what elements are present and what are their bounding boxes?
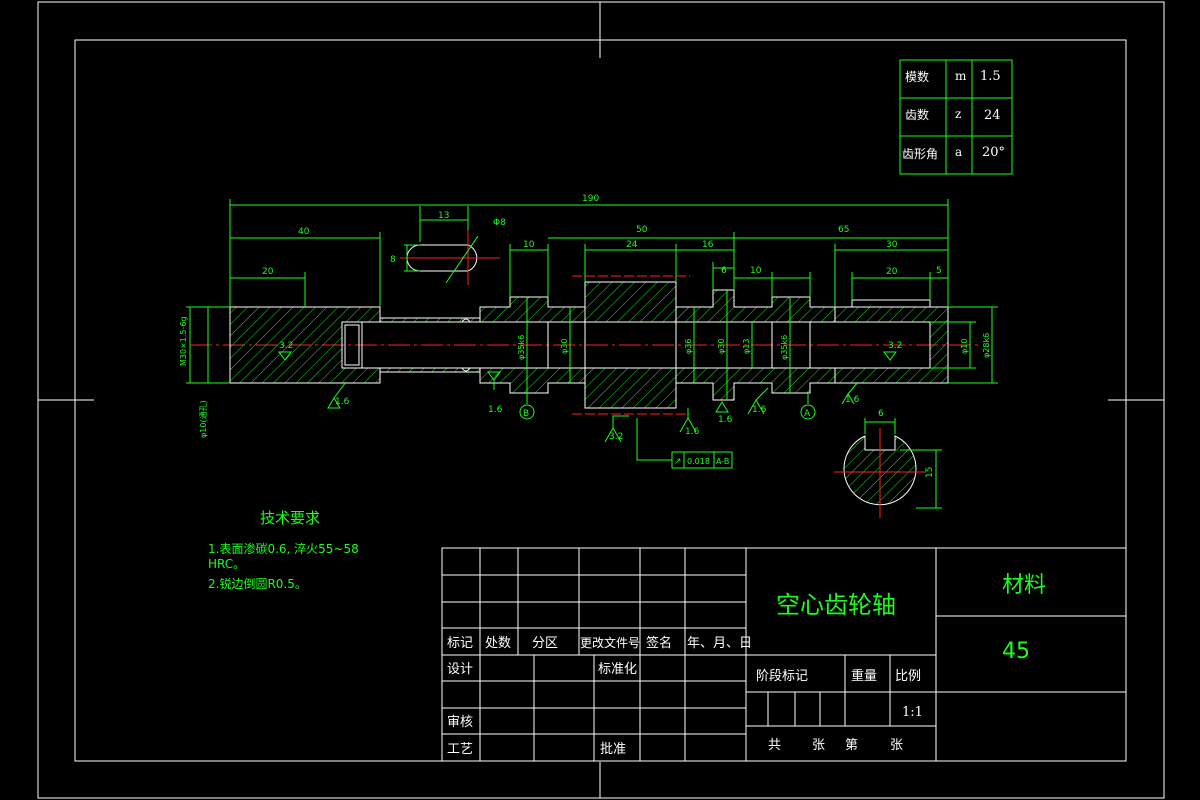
shaft-section-view: [190, 275, 980, 415]
tech-line-3: 2.锐边倒圆R0.5。: [208, 577, 307, 591]
tolerance-symbol: ↗: [674, 457, 682, 467]
dia-left-thread: M30×1.5-6g: [179, 316, 188, 366]
material-label: 材料: [1002, 573, 1046, 598]
tolerance-frame: ↗ 0.018 A-B: [636, 418, 733, 469]
dia-1: φ35k6: [517, 335, 526, 360]
dim-key-depth: 15: [925, 467, 935, 478]
dim-10b: 10: [750, 266, 762, 276]
gear-param-value: 24: [984, 108, 1001, 123]
roughness-value: 1.6: [845, 395, 860, 405]
tech-title: 技术要求: [260, 509, 320, 527]
roughness-value: 1.6: [335, 397, 350, 407]
gear-param-label: 齿形角: [902, 147, 938, 161]
tech-line-1: 1.表面渗碳0.6, 淬火55~58: [208, 541, 359, 556]
datum-label: A: [804, 409, 811, 419]
keyway-cross-section: 6 15: [834, 409, 942, 518]
roughness-value: 1.6: [488, 405, 503, 415]
dia-4: φ30: [717, 339, 726, 354]
gear-param-symbol: m: [955, 69, 967, 83]
technical-requirements: 技术要求 1.表面渗碳0.6, 淬火55~58 HRC。 2.锐边倒圆R0.5。: [208, 509, 359, 591]
dimension-text: 190 40 20 13 8 Φ8 10 24 16 50 6 10 65 30…: [262, 194, 942, 277]
roughness-value: 1.6: [685, 427, 700, 437]
gear-param-symbol: a: [955, 145, 962, 159]
rev-header: 更改文件号: [580, 635, 640, 650]
rev-header: 标记: [447, 636, 473, 651]
material-value: 45: [1002, 639, 1030, 664]
datum-label: B: [523, 409, 529, 419]
dia-7: φ10: [960, 339, 969, 354]
dim-50: 50: [636, 225, 648, 235]
standard-label: 标准化: [598, 662, 637, 677]
tech-line-2: HRC。: [208, 557, 245, 571]
tolerance-value: 0.018: [687, 457, 710, 466]
roughness-value: 1.6: [718, 415, 733, 425]
roughness-value: 3.2: [888, 341, 902, 351]
roughness-value: 3.2: [609, 432, 623, 442]
gear-param-value: 20°: [982, 145, 1005, 160]
dim-6: 6: [721, 266, 727, 276]
dim-40: 40: [298, 227, 310, 237]
dim-8: 8: [390, 255, 396, 265]
dia-6: φ35k6: [780, 335, 789, 360]
dim-24: 24: [626, 240, 638, 250]
sheet-label: 张: [890, 738, 903, 753]
dim-13: 13: [438, 211, 449, 221]
dia-8: φ28k6: [982, 333, 991, 358]
design-label: 设计: [447, 662, 473, 677]
gear-param-symbol: z: [955, 107, 961, 121]
dim-20: 20: [262, 267, 274, 277]
dia-2: φ30: [560, 339, 569, 354]
dim-5: 5: [936, 266, 942, 276]
sheet-label: 第: [845, 738, 858, 753]
stage-header: 重量: [851, 668, 877, 684]
gear-param-value: 1.5: [980, 69, 1001, 84]
rev-header: 签名: [646, 635, 672, 651]
rev-header: 年、月、日: [687, 636, 752, 651]
datum-markers: B A: [519, 393, 816, 420]
sheet-label: 张: [812, 738, 825, 753]
gear-param-label: 模数: [905, 69, 929, 84]
roughness-symbols: 3.2 1.6 1.6 3.2 1.6 1.6 1.6 1.6 3.2: [278, 341, 902, 443]
scale-value: 1:1: [902, 705, 923, 720]
dim-overall: 190: [582, 194, 599, 204]
dia-left-bore: φ10(通孔): [198, 400, 208, 438]
rev-header: 处数: [485, 636, 511, 651]
dim-phi8: Φ8: [493, 218, 506, 228]
roughness-value: 3.2: [279, 341, 293, 351]
dim-30: 30: [886, 240, 898, 250]
rev-header: 分区: [532, 636, 558, 651]
title-block: 空心齿轮轴 材料 45 标记 处数 分区 更改文件号 签名 年、月、日 设计 标…: [441, 547, 1127, 762]
dim-16: 16: [702, 240, 714, 250]
process-label: 工艺: [447, 742, 473, 757]
dim-10: 10: [523, 240, 535, 250]
approve-label: 批准: [600, 742, 626, 757]
dim-20b: 20: [886, 267, 898, 277]
review-label: 审核: [447, 715, 473, 730]
dim-65: 65: [838, 225, 849, 235]
dim-key-width: 6: [878, 409, 884, 419]
dimension-lines: [186, 199, 998, 400]
keyway-view: [400, 206, 500, 285]
stage-header: 比例: [895, 669, 921, 684]
roughness-value: 1.6: [752, 405, 767, 415]
tolerance-ref: A-B: [716, 457, 729, 466]
gear-param-table: 模数 m 1.5 齿数 z 24 齿形角 a 20°: [899, 59, 1013, 175]
stage-header: 阶段标记: [756, 669, 808, 684]
diameter-labels: M30×1.5-6g φ10(通孔) φ35k6 φ30 φ36 φ30 φ13…: [179, 316, 991, 438]
dia-5: φ13: [742, 339, 751, 354]
sheet-label: 共: [768, 738, 781, 753]
dia-3: φ36: [684, 339, 693, 354]
part-name: 空心齿轮轴: [776, 591, 896, 619]
gear-param-label: 齿数: [905, 107, 929, 122]
